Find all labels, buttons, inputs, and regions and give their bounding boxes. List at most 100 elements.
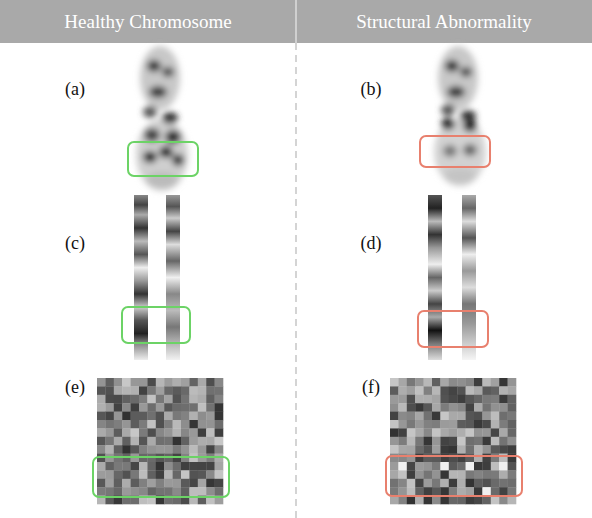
grid-cell bbox=[466, 454, 475, 463]
grid-cell bbox=[147, 386, 156, 395]
grid-cell bbox=[139, 487, 148, 496]
grid-cell bbox=[491, 395, 500, 404]
grid-cell bbox=[215, 428, 224, 437]
grid-cell bbox=[491, 445, 500, 454]
grid-cell bbox=[440, 395, 449, 404]
grid-cell bbox=[474, 445, 483, 454]
grid-cell bbox=[491, 454, 500, 463]
grid-cell bbox=[131, 412, 140, 421]
grid-cell bbox=[482, 462, 491, 471]
grid-cell bbox=[499, 378, 508, 387]
grid-cell bbox=[466, 386, 475, 395]
grid-cell bbox=[105, 462, 114, 471]
grid-cell bbox=[432, 420, 441, 429]
grid-cell bbox=[491, 487, 500, 496]
grid-cell bbox=[449, 454, 458, 463]
grid-cell bbox=[466, 420, 475, 429]
grid-cell bbox=[198, 479, 207, 488]
grid-cell bbox=[466, 479, 475, 488]
grid-cell bbox=[390, 470, 399, 479]
grid-cell bbox=[398, 403, 407, 412]
grid-cell bbox=[206, 386, 215, 395]
grid-cell bbox=[499, 403, 508, 412]
grid-cell bbox=[206, 445, 215, 454]
grid-cell bbox=[491, 470, 500, 479]
grid-cell bbox=[482, 412, 491, 421]
grid-cell bbox=[457, 470, 466, 479]
grid-cell bbox=[398, 395, 407, 404]
grid-cell bbox=[156, 428, 165, 437]
grid-cell bbox=[499, 395, 508, 404]
grid-cell bbox=[139, 378, 148, 387]
grid-cell bbox=[215, 470, 224, 479]
grid-cell bbox=[181, 386, 190, 395]
grid-cell bbox=[440, 445, 449, 454]
grid-cell bbox=[206, 412, 215, 421]
grid-cell bbox=[457, 386, 466, 395]
grid-cell bbox=[432, 479, 441, 488]
grid-cell bbox=[105, 403, 114, 412]
grid-cell bbox=[105, 445, 114, 454]
grid-cell bbox=[390, 420, 399, 429]
grid-cell bbox=[173, 445, 182, 454]
grid-cell bbox=[474, 462, 483, 471]
grid-cell bbox=[491, 403, 500, 412]
grid-cell bbox=[139, 445, 148, 454]
grid-cell bbox=[156, 378, 165, 387]
grid-cell bbox=[415, 420, 424, 429]
grid-cell bbox=[449, 445, 458, 454]
grid-cell bbox=[189, 378, 198, 387]
grid-cell bbox=[131, 386, 140, 395]
grid-cell bbox=[147, 378, 156, 387]
grid-cell bbox=[114, 487, 123, 496]
grid-cell bbox=[122, 445, 131, 454]
grid-cell bbox=[499, 487, 508, 496]
panel-label: (e) bbox=[65, 378, 85, 396]
grid-cell bbox=[122, 386, 131, 395]
grid-cell bbox=[215, 395, 224, 404]
grid-cell bbox=[407, 420, 416, 429]
grid-cell bbox=[398, 428, 407, 437]
grid-cell bbox=[164, 420, 173, 429]
panel-label: (c) bbox=[65, 234, 85, 252]
grid-cell bbox=[97, 428, 106, 437]
grid-cell bbox=[105, 420, 114, 429]
grid-cell bbox=[449, 386, 458, 395]
grid-cell bbox=[482, 470, 491, 479]
grid-cell bbox=[97, 403, 106, 412]
grid-cell bbox=[508, 462, 517, 471]
grid-cell bbox=[139, 420, 148, 429]
grid-cell bbox=[407, 445, 416, 454]
grid-cell bbox=[215, 403, 224, 412]
grid-cell bbox=[491, 386, 500, 395]
grid-cell bbox=[390, 479, 399, 488]
grid-cell bbox=[499, 479, 508, 488]
grid-cell bbox=[164, 403, 173, 412]
grid-cell bbox=[147, 487, 156, 496]
grid-cell bbox=[114, 445, 123, 454]
grid-cell bbox=[457, 454, 466, 463]
grid-cell bbox=[466, 445, 475, 454]
grid-cell bbox=[215, 487, 224, 496]
grid-cell bbox=[424, 378, 433, 387]
grid-cell bbox=[424, 479, 433, 488]
grid-cell bbox=[499, 462, 508, 471]
grid-cell bbox=[415, 437, 424, 446]
grid-cell bbox=[457, 462, 466, 471]
grid-cell bbox=[440, 412, 449, 421]
grid-cell bbox=[97, 470, 106, 479]
grid-cell bbox=[390, 445, 399, 454]
grid-cell bbox=[173, 462, 182, 471]
grid-cell bbox=[131, 445, 140, 454]
grid-cell bbox=[390, 378, 399, 387]
grid-cell bbox=[156, 462, 165, 471]
grid-cell bbox=[390, 454, 399, 463]
grid-cell bbox=[173, 487, 182, 496]
grid-cell bbox=[407, 378, 416, 387]
grid-cell bbox=[482, 479, 491, 488]
grid-cell bbox=[181, 470, 190, 479]
grid-cell bbox=[131, 462, 140, 471]
grid-cell bbox=[390, 437, 399, 446]
grid-cell bbox=[97, 420, 106, 429]
grid-cell bbox=[164, 428, 173, 437]
